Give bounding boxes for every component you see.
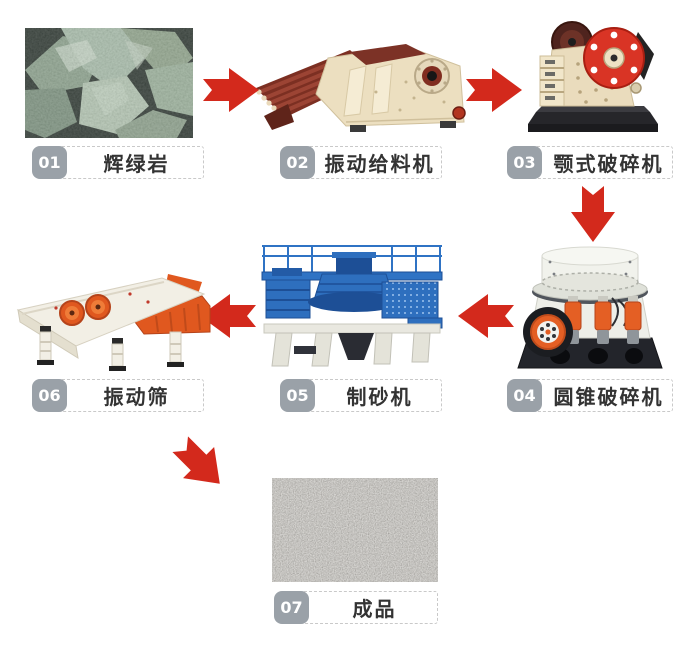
step-number-badge: 06 <box>32 379 67 412</box>
finished-product-photo <box>272 478 438 582</box>
step-name: 制砂机 <box>307 379 442 412</box>
arrow-left-icon <box>458 294 514 338</box>
step-label-05: 05 制砂机 <box>280 379 442 412</box>
vibrating-feeder-photo <box>254 22 468 142</box>
step-number-badge: 07 <box>274 591 309 624</box>
step-label-03: 03 颚式破碎机 <box>507 146 673 179</box>
step-number-badge: 03 <box>507 146 542 179</box>
step-number-badge: 01 <box>32 146 67 179</box>
step-name: 辉绿岩 <box>59 146 204 179</box>
arrow-right-icon <box>203 68 259 112</box>
step-number-badge: 02 <box>280 146 315 179</box>
step-label-02: 02 振动给料机 <box>280 146 442 179</box>
arrow-left-icon <box>200 294 256 338</box>
step-number-badge: 05 <box>280 379 315 412</box>
arrow-right-icon <box>466 68 522 112</box>
step-name: 振动筛 <box>59 379 204 412</box>
step-label-01: 01 辉绿岩 <box>32 146 204 179</box>
step-label-06: 06 振动筛 <box>32 379 204 412</box>
step-label-07: 07 成品 <box>274 591 438 624</box>
arrow-down-right-icon <box>165 429 236 500</box>
vibrating-screen-photo <box>12 266 214 372</box>
step-number-badge: 04 <box>507 379 542 412</box>
step-label-04: 04 圆锥破碎机 <box>507 379 673 412</box>
jaw-crusher-photo <box>516 14 668 138</box>
cone-crusher-photo <box>512 240 668 372</box>
step-name: 振动给料机 <box>307 146 442 179</box>
diabase-photo <box>25 28 193 138</box>
sand-maker-photo <box>258 238 446 372</box>
step-name: 圆锥破碎机 <box>534 379 673 412</box>
step-name: 成品 <box>301 591 438 624</box>
step-name: 颚式破碎机 <box>534 146 673 179</box>
arrow-down-icon <box>571 186 615 242</box>
